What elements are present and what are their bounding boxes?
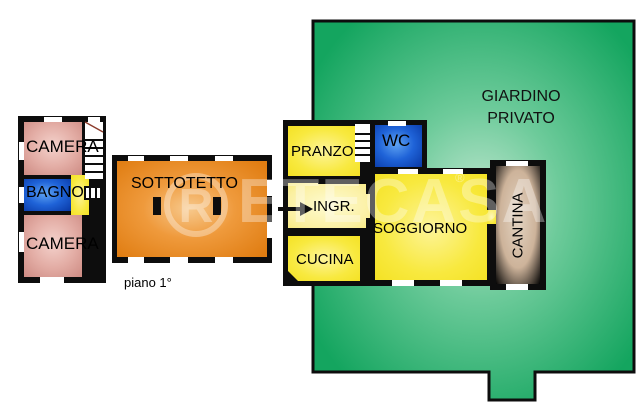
room-camera-bottom bbox=[24, 215, 82, 277]
svg-text:®: ® bbox=[455, 170, 465, 185]
room-bagno bbox=[24, 179, 71, 211]
stairs-icon-left bbox=[84, 121, 104, 179]
room-camera-top bbox=[24, 122, 82, 175]
room-pranzo bbox=[288, 126, 360, 176]
pillar bbox=[213, 197, 221, 215]
door-symbol-left bbox=[84, 186, 102, 200]
room-sottotetto bbox=[117, 161, 267, 257]
svg-text:ETECASA: ETECASA bbox=[238, 167, 548, 236]
pillar bbox=[153, 197, 161, 215]
attic-block bbox=[112, 155, 272, 263]
label-cantina: CANTINA bbox=[509, 192, 527, 259]
landing-left bbox=[71, 175, 89, 215]
right-building bbox=[276, 120, 546, 290]
windows-cantina bbox=[506, 161, 528, 290]
label-piano-primo: piano 1° bbox=[124, 275, 172, 290]
windows-soggiorno bbox=[392, 169, 463, 286]
label-giardino-line2: PRIVATO bbox=[487, 110, 555, 127]
left-building bbox=[18, 116, 106, 283]
room-wc bbox=[375, 125, 422, 167]
svg-text:R: R bbox=[179, 180, 214, 233]
windows-attic bbox=[128, 156, 272, 263]
room-soggiorno bbox=[375, 174, 487, 280]
room-cantina bbox=[496, 166, 540, 284]
entrance-arrow-icon bbox=[276, 202, 313, 232]
label-giardino-line1: GIARDINO bbox=[481, 88, 561, 105]
room-cucina bbox=[288, 236, 360, 281]
watermark-retecasa: R ETECASA ® bbox=[164, 167, 548, 237]
windows-left-building bbox=[19, 117, 100, 283]
